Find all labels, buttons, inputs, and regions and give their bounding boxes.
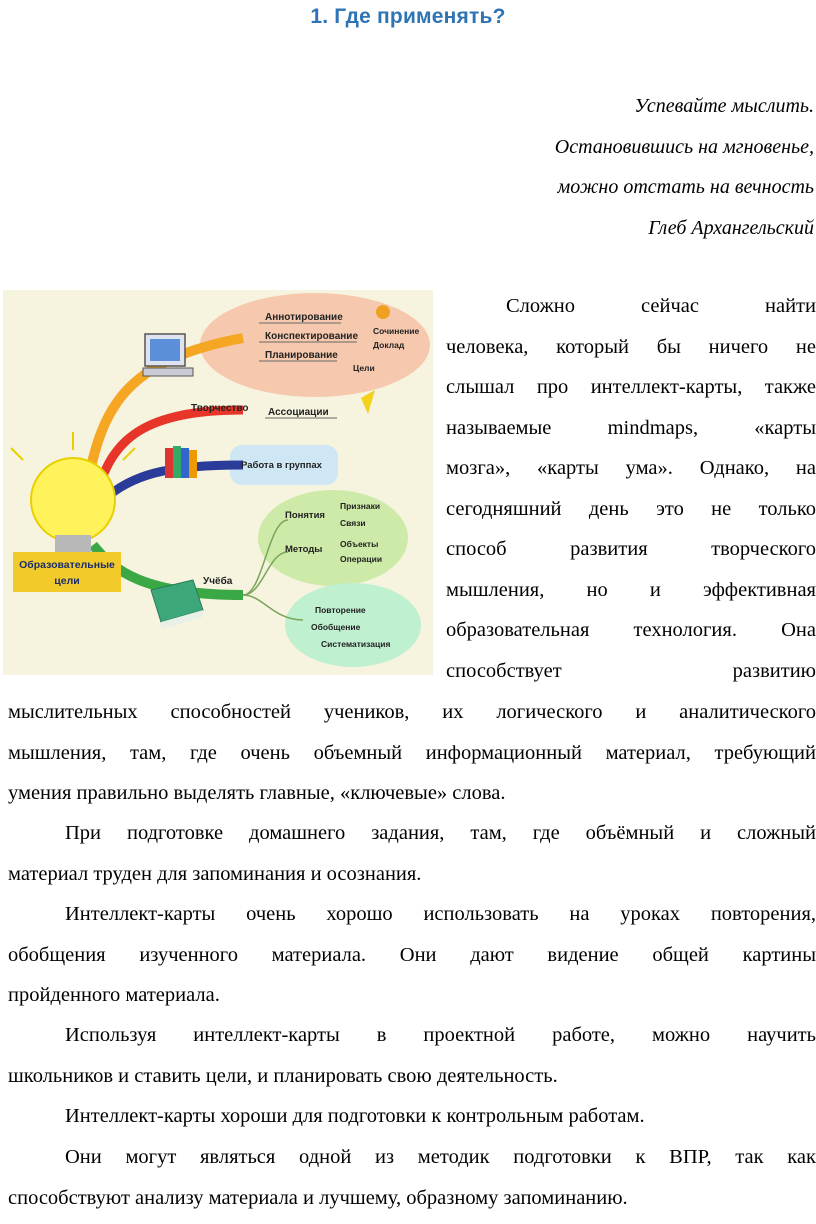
section-heading: 1. Где применять? (310, 5, 506, 28)
epigraph-line: Остановившись на мгновенье, (554, 135, 814, 158)
label-essay: Сочинение (373, 326, 419, 336)
label-operations: Операции (340, 554, 382, 564)
text-line: способ развития творческого (446, 538, 816, 560)
text-line: образовательная технология. Она (446, 619, 816, 641)
label-goals: Цели (353, 363, 375, 373)
text-line: Сложно сейчас найти (506, 295, 816, 317)
label-concepts: Понятия (285, 510, 325, 521)
center-label-line2: цели (54, 575, 79, 587)
mind-map-figure: Образовательные цели (3, 290, 433, 675)
text-line: материал труден для запоминания и осозна… (8, 862, 422, 885)
books-icon (165, 446, 197, 478)
text-line: пройденного материала. (8, 984, 220, 1006)
smiley-icon (376, 305, 390, 319)
paragraph-review: Интеллект-карты очень хорошо использоват… (8, 894, 816, 1016)
label-systematization: Систематизация (321, 639, 390, 649)
paragraph-intro-wrapped: Сложно сейчас найти человека, который бы… (446, 286, 816, 691)
epigraph-author: Глеб Архангельский (648, 216, 814, 239)
text-line: Интеллект-карты хороши для подготовки к … (65, 1105, 645, 1127)
label-links: Связи (340, 518, 366, 528)
epigraph-line: можно отстать на вечность (557, 176, 814, 198)
computer-icon (142, 333, 194, 377)
text-line: способствуют анализу материала и лучшему… (8, 1186, 628, 1209)
epigraph-line: Успевайте мыслить. (634, 95, 814, 117)
center-label-line1: Образовательные (19, 559, 115, 571)
text-line: слышал про интеллект-карты, также (446, 376, 816, 398)
text-line: Они могут являться одной из методик подг… (65, 1146, 816, 1168)
paragraph-vpr: Они могут являться одной из методик подг… (8, 1137, 816, 1218)
text-line: мышления, но и эффективная (446, 578, 816, 601)
text-line: называемые mindmaps, «карты (446, 416, 816, 439)
text-line: способствует развитию (446, 659, 816, 682)
repeat-bubble (285, 583, 421, 667)
label-creativity: Творчество (191, 403, 249, 414)
groups-bubble (230, 445, 338, 485)
text-line: мозга», «карты ума». Однако, на (446, 457, 816, 479)
lightning-icon (361, 390, 375, 414)
text-line: школьников и ставить цели, и планировать… (8, 1064, 558, 1087)
label-planning: Планирование (265, 350, 338, 361)
paragraph-intro-continuation: мыслительных способностей учеников, их л… (8, 692, 816, 814)
label-groups: Работа в группах (241, 460, 323, 471)
text-line: человека, который бы ничего не (446, 335, 816, 358)
book-icon (150, 579, 204, 629)
label-report: Доклад (373, 340, 405, 350)
label-annotation: Аннотирование (265, 312, 343, 323)
label-associations: Ассоциации (268, 407, 329, 418)
label-objects: Объекты (340, 539, 378, 549)
mind-map-image: Образовательные цели (3, 290, 433, 675)
text-line: мышления, там, где очень объемный информ… (8, 741, 816, 764)
label-repeat: Повторение (315, 605, 366, 615)
paragraph-homework: При подготовке домашнего задания, там, г… (8, 813, 816, 894)
text-line: умения правильно выделять главные, «ключ… (8, 782, 506, 804)
paragraph-tests: Интеллект-карты хороши для подготовки к … (8, 1096, 816, 1137)
label-study: Учёба (203, 575, 233, 587)
text-line: Используя интеллект-карты в проектной ра… (65, 1024, 816, 1046)
epigraph: Успевайте мыслить. Остановившись на мгно… (314, 86, 814, 248)
paragraph-projects: Используя интеллект-карты в проектной ра… (8, 1015, 816, 1096)
label-generalization: Обобщение (311, 622, 361, 632)
text-line: При подготовке домашнего задания, там, г… (65, 822, 816, 844)
text-line: обобщения изученного материала. Они дают… (8, 943, 816, 966)
text-line: сегодняшний день это не только (446, 497, 816, 520)
label-methods: Методы (285, 544, 322, 555)
study-methods-bubble (258, 490, 408, 586)
planning-cluster-bubble (200, 293, 430, 397)
label-konspekt: Конспектирование (265, 331, 358, 342)
label-signs: Признаки (340, 501, 380, 511)
light-bulb-icon (10, 432, 136, 557)
center-label-box (13, 552, 121, 592)
text-line: Интеллект-карты очень хорошо использоват… (65, 903, 816, 925)
text-line: мыслительных способностей учеников, их л… (8, 701, 816, 723)
